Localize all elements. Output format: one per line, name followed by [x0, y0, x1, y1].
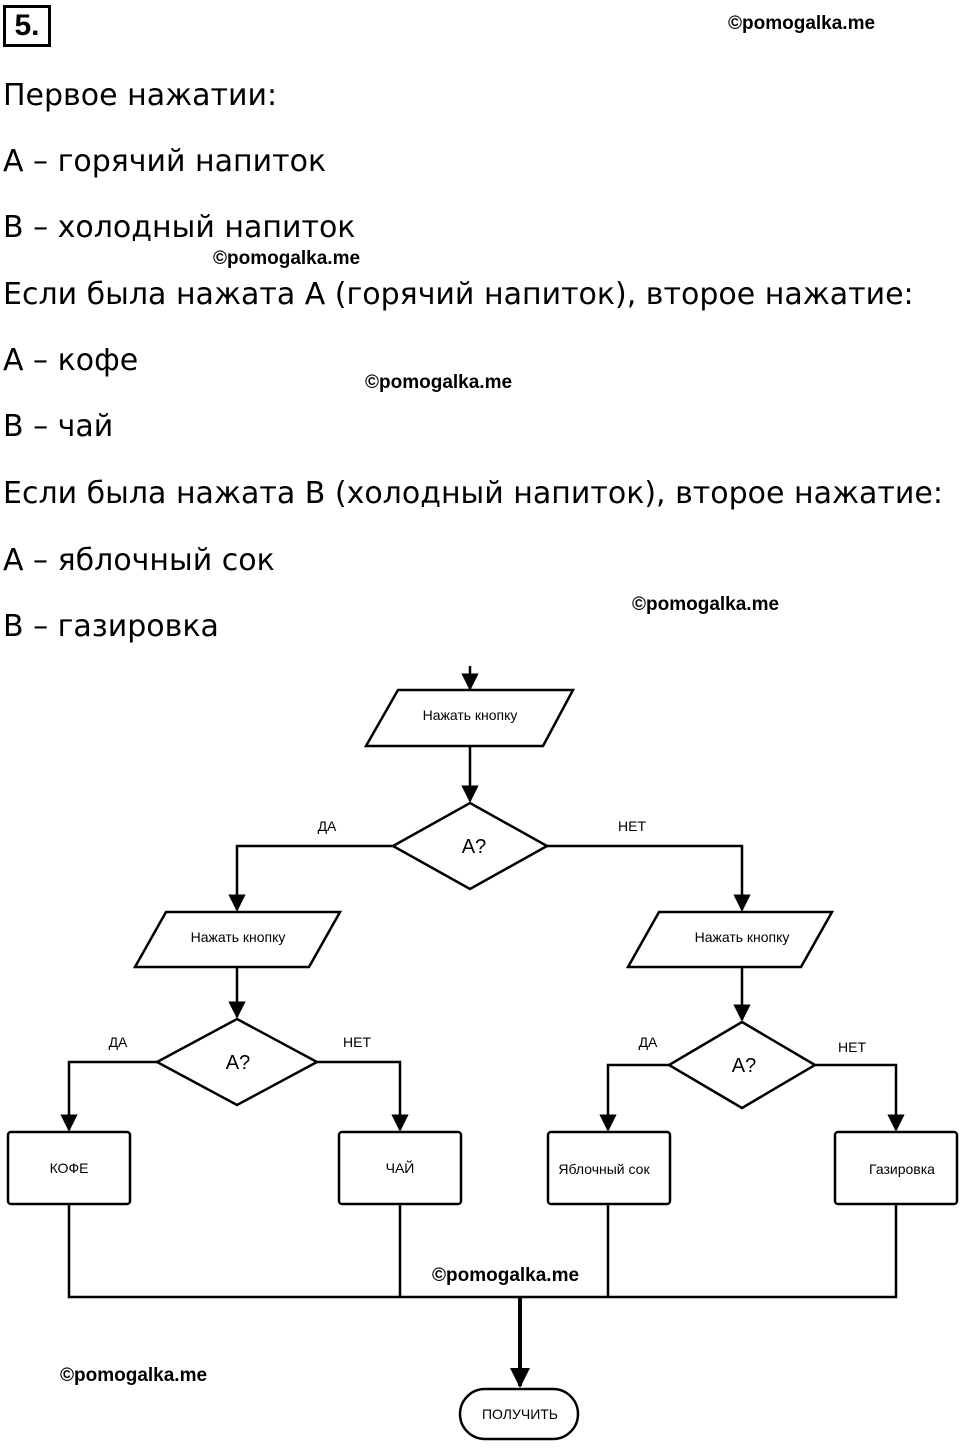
- no-label-right: НЕТ: [838, 1039, 866, 1055]
- process-apple-label: Яблочный сок: [558, 1161, 650, 1177]
- branch-no-left: [317, 1060, 409, 1132]
- branch-yes-right: [599, 1063, 669, 1132]
- process-tea-label: ЧАЙ: [386, 1159, 415, 1176]
- watermark: ©pomogalka.me: [365, 372, 513, 393]
- input-left-shape: [132, 910, 343, 969]
- text-line-intro: Первое нажатии:: [3, 78, 278, 113]
- branch-no-top: [547, 844, 751, 912]
- branch-yes-top: [228, 844, 393, 912]
- text-line-a-apple: А – яблочный сок: [3, 543, 275, 578]
- watermark: ©pomogalka.me: [632, 594, 780, 615]
- decision-left-shape: [154, 1017, 320, 1107]
- decision-right-label: A?: [732, 1055, 756, 1077]
- yes-label-right: ДА: [639, 1034, 658, 1050]
- watermark: ©pomogalka.me: [60, 1365, 208, 1386]
- input-right-shape: [625, 910, 835, 969]
- text-line-a-coffee: А – кофе: [3, 343, 139, 378]
- decision-top-label: A?: [462, 836, 486, 858]
- watermark: ©pomogalka.me: [432, 1265, 580, 1286]
- watermark: ©pomogalka.me: [213, 248, 361, 269]
- process-soda-label: Газировка: [869, 1161, 935, 1177]
- input-right-label: Нажать кнопку: [695, 929, 790, 945]
- process-coffee-label: КОФЕ: [50, 1160, 89, 1176]
- problem-number: 5.: [3, 5, 51, 47]
- decision-left-label: A?: [226, 1052, 250, 1074]
- merge-line: [67, 1204, 898, 1299]
- terminal-label: ПОЛУЧИТЬ: [482, 1406, 558, 1422]
- no-label-top: НЕТ: [618, 818, 646, 834]
- text-line-a-hot: А – горячий напиток: [3, 144, 327, 179]
- input-top-label: Нажать кнопку: [423, 707, 518, 723]
- text-line-b-tea: В – чай: [3, 409, 114, 444]
- input-left-label: Нажать кнопку: [191, 929, 286, 945]
- terminal-shape: [458, 1387, 580, 1441]
- decision-right-shape: [666, 1020, 818, 1110]
- text-line-if-b: Если была нажата В (холодный напиток), в…: [3, 476, 943, 511]
- yes-label-left: ДА: [109, 1034, 128, 1050]
- text-line-b-cold: В – холодный напиток: [3, 210, 356, 245]
- branch-no-right: [815, 1063, 905, 1132]
- text-line-b-soda: В – газировка: [3, 609, 219, 644]
- input-top-shape: [363, 688, 576, 748]
- decision-top-shape: [390, 801, 550, 891]
- text-line-if-a: Если была нажата А (горячий напиток), вт…: [3, 277, 914, 312]
- no-label-left: НЕТ: [343, 1034, 371, 1050]
- branch-yes-left: [60, 1060, 157, 1132]
- watermark: ©pomogalka.me: [728, 13, 876, 34]
- yes-label-top: ДА: [318, 818, 337, 834]
